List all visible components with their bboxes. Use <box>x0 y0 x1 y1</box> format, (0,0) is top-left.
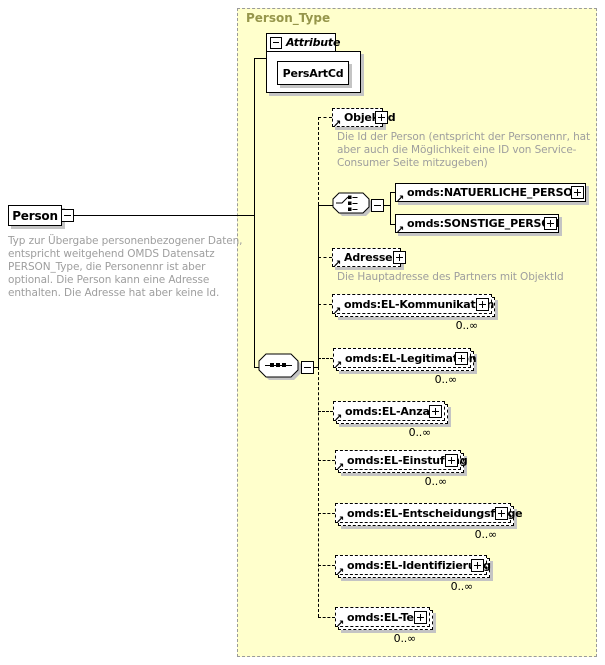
reference-arrow-icon: ↗ <box>336 462 345 473</box>
element-name: omds:EL-Text <box>347 610 426 624</box>
occurrence-label: 0..∞ <box>455 319 479 332</box>
connector-line <box>318 565 335 566</box>
connector-line <box>254 367 262 368</box>
connector-line <box>318 358 333 359</box>
element-name: Person <box>12 208 58 223</box>
element-name: omds:EL-Entscheidungsfrage <box>347 506 523 520</box>
element-el-einstufung[interactable]: ↗ omds:EL-Einstufung <box>335 450 468 473</box>
element-sonstige-person[interactable]: ↗ omds:SONSTIGE_PERSON <box>395 214 560 236</box>
connector-line <box>318 513 335 514</box>
connector-line <box>318 617 335 618</box>
occurrence-label: 0..∞ <box>408 426 432 439</box>
connector-line <box>254 58 255 367</box>
expand-icon[interactable] <box>476 298 489 311</box>
reference-arrow-icon: ↗ <box>336 567 345 578</box>
expand-icon[interactable] <box>375 111 388 124</box>
expand-icon[interactable] <box>414 611 427 624</box>
connector-line <box>318 117 332 118</box>
complex-type-title: Person_Type <box>246 11 331 25</box>
choice-icon[interactable] <box>332 192 376 220</box>
expand-icon[interactable] <box>495 507 508 520</box>
connector-line <box>318 205 334 206</box>
element-annotation: Die Hauptadresse des Partners mit Objekt… <box>337 271 564 283</box>
reference-arrow-icon: ↗ <box>333 259 342 270</box>
occurrence-label: 0..∞ <box>474 528 498 541</box>
attribute-section-tab[interactable]: Attribute <box>266 33 340 52</box>
occurrence-label: 0..∞ <box>424 475 448 488</box>
connector-line <box>74 215 254 216</box>
connector-line <box>390 224 395 225</box>
occurrence-label: 0..∞ <box>434 373 458 386</box>
connector-line <box>314 367 319 368</box>
attribute-persartcd[interactable]: PersArtCd <box>277 61 349 85</box>
expand-icon[interactable] <box>393 251 406 264</box>
occurrence-label: 0..∞ <box>450 580 474 593</box>
reference-arrow-icon: ↗ <box>334 360 343 371</box>
reference-arrow-icon: ↗ <box>336 515 345 526</box>
collapse-icon[interactable] <box>371 199 384 212</box>
expand-icon[interactable] <box>455 352 468 365</box>
connector-line <box>318 460 335 461</box>
reference-arrow-icon: ↗ <box>333 306 342 317</box>
element-objektid[interactable]: ↗ ObjektId <box>332 108 396 130</box>
expand-icon[interactable] <box>544 217 557 230</box>
reference-arrow-icon: ↗ <box>334 413 343 424</box>
connector-line <box>390 192 391 224</box>
element-person[interactable]: Person <box>8 205 62 226</box>
element-el-legitimation[interactable]: ↗ omds:EL-Legitimation <box>333 348 477 371</box>
element-name: omds:NATUERLICHE_PERSON <box>407 186 582 199</box>
element-el-anzahl[interactable]: ↗ omds:EL-Anzahl <box>333 401 445 424</box>
attribute-section-label: Attribute <box>286 36 341 49</box>
occurrence-label: 0..∞ <box>393 632 417 645</box>
attribute-name: PersArtCd <box>282 66 344 80</box>
element-name: omds:EL-Anzahl <box>345 404 441 418</box>
expand-icon[interactable] <box>445 454 458 467</box>
element-name: omds:SONSTIGE_PERSON <box>407 217 560 230</box>
connector-line <box>318 257 332 258</box>
connector-line <box>318 367 319 617</box>
connector-line <box>318 205 319 367</box>
connector-line <box>254 58 267 59</box>
reference-arrow-icon: ↗ <box>333 119 342 130</box>
reference-arrow-icon: ↗ <box>396 225 405 236</box>
collapse-icon[interactable] <box>61 209 74 222</box>
element-el-text[interactable]: ↗ omds:EL-Text <box>335 607 430 630</box>
connector-line <box>384 205 390 206</box>
element-adresse[interactable]: ↗ Adresse <box>332 248 406 270</box>
reference-arrow-icon: ↗ <box>396 194 405 205</box>
collapse-icon[interactable] <box>270 37 282 49</box>
element-name: Adresse <box>344 251 393 264</box>
sequence-icon[interactable] <box>258 353 306 383</box>
element-el-identifizierung[interactable]: ↗ omds:EL-Identifizierung <box>335 555 491 578</box>
connector-line <box>390 192 395 193</box>
element-name: omds:EL-Legitimation <box>345 351 477 365</box>
element-name: omds:EL-Identifizierung <box>347 558 491 572</box>
expand-icon[interactable] <box>471 559 484 572</box>
expand-icon[interactable] <box>429 405 442 418</box>
collapse-icon[interactable] <box>301 361 314 374</box>
element-el-entscheidungsfrage[interactable]: ↗ omds:EL-Entscheidungsfrage <box>335 503 523 526</box>
connector-line <box>318 411 333 412</box>
expand-icon[interactable] <box>571 186 584 199</box>
element-el-kommunikation[interactable]: ↗ omds:EL-Kommunikation <box>332 294 495 317</box>
reference-arrow-icon: ↗ <box>336 619 345 630</box>
connector-line <box>318 304 332 305</box>
element-annotation: Typ zur Übergabe personenbezogener Daten… <box>8 235 243 299</box>
element-name: omds:EL-Kommunikation <box>344 297 495 311</box>
element-name: omds:EL-Einstufung <box>347 453 468 467</box>
element-annotation: Die Id der Person (entspricht der Person… <box>337 131 591 169</box>
element-natuerliche-person[interactable]: ↗ omds:NATUERLICHE_PERSON <box>395 183 586 205</box>
complex-type-container <box>237 8 597 657</box>
connector-line <box>318 117 319 205</box>
